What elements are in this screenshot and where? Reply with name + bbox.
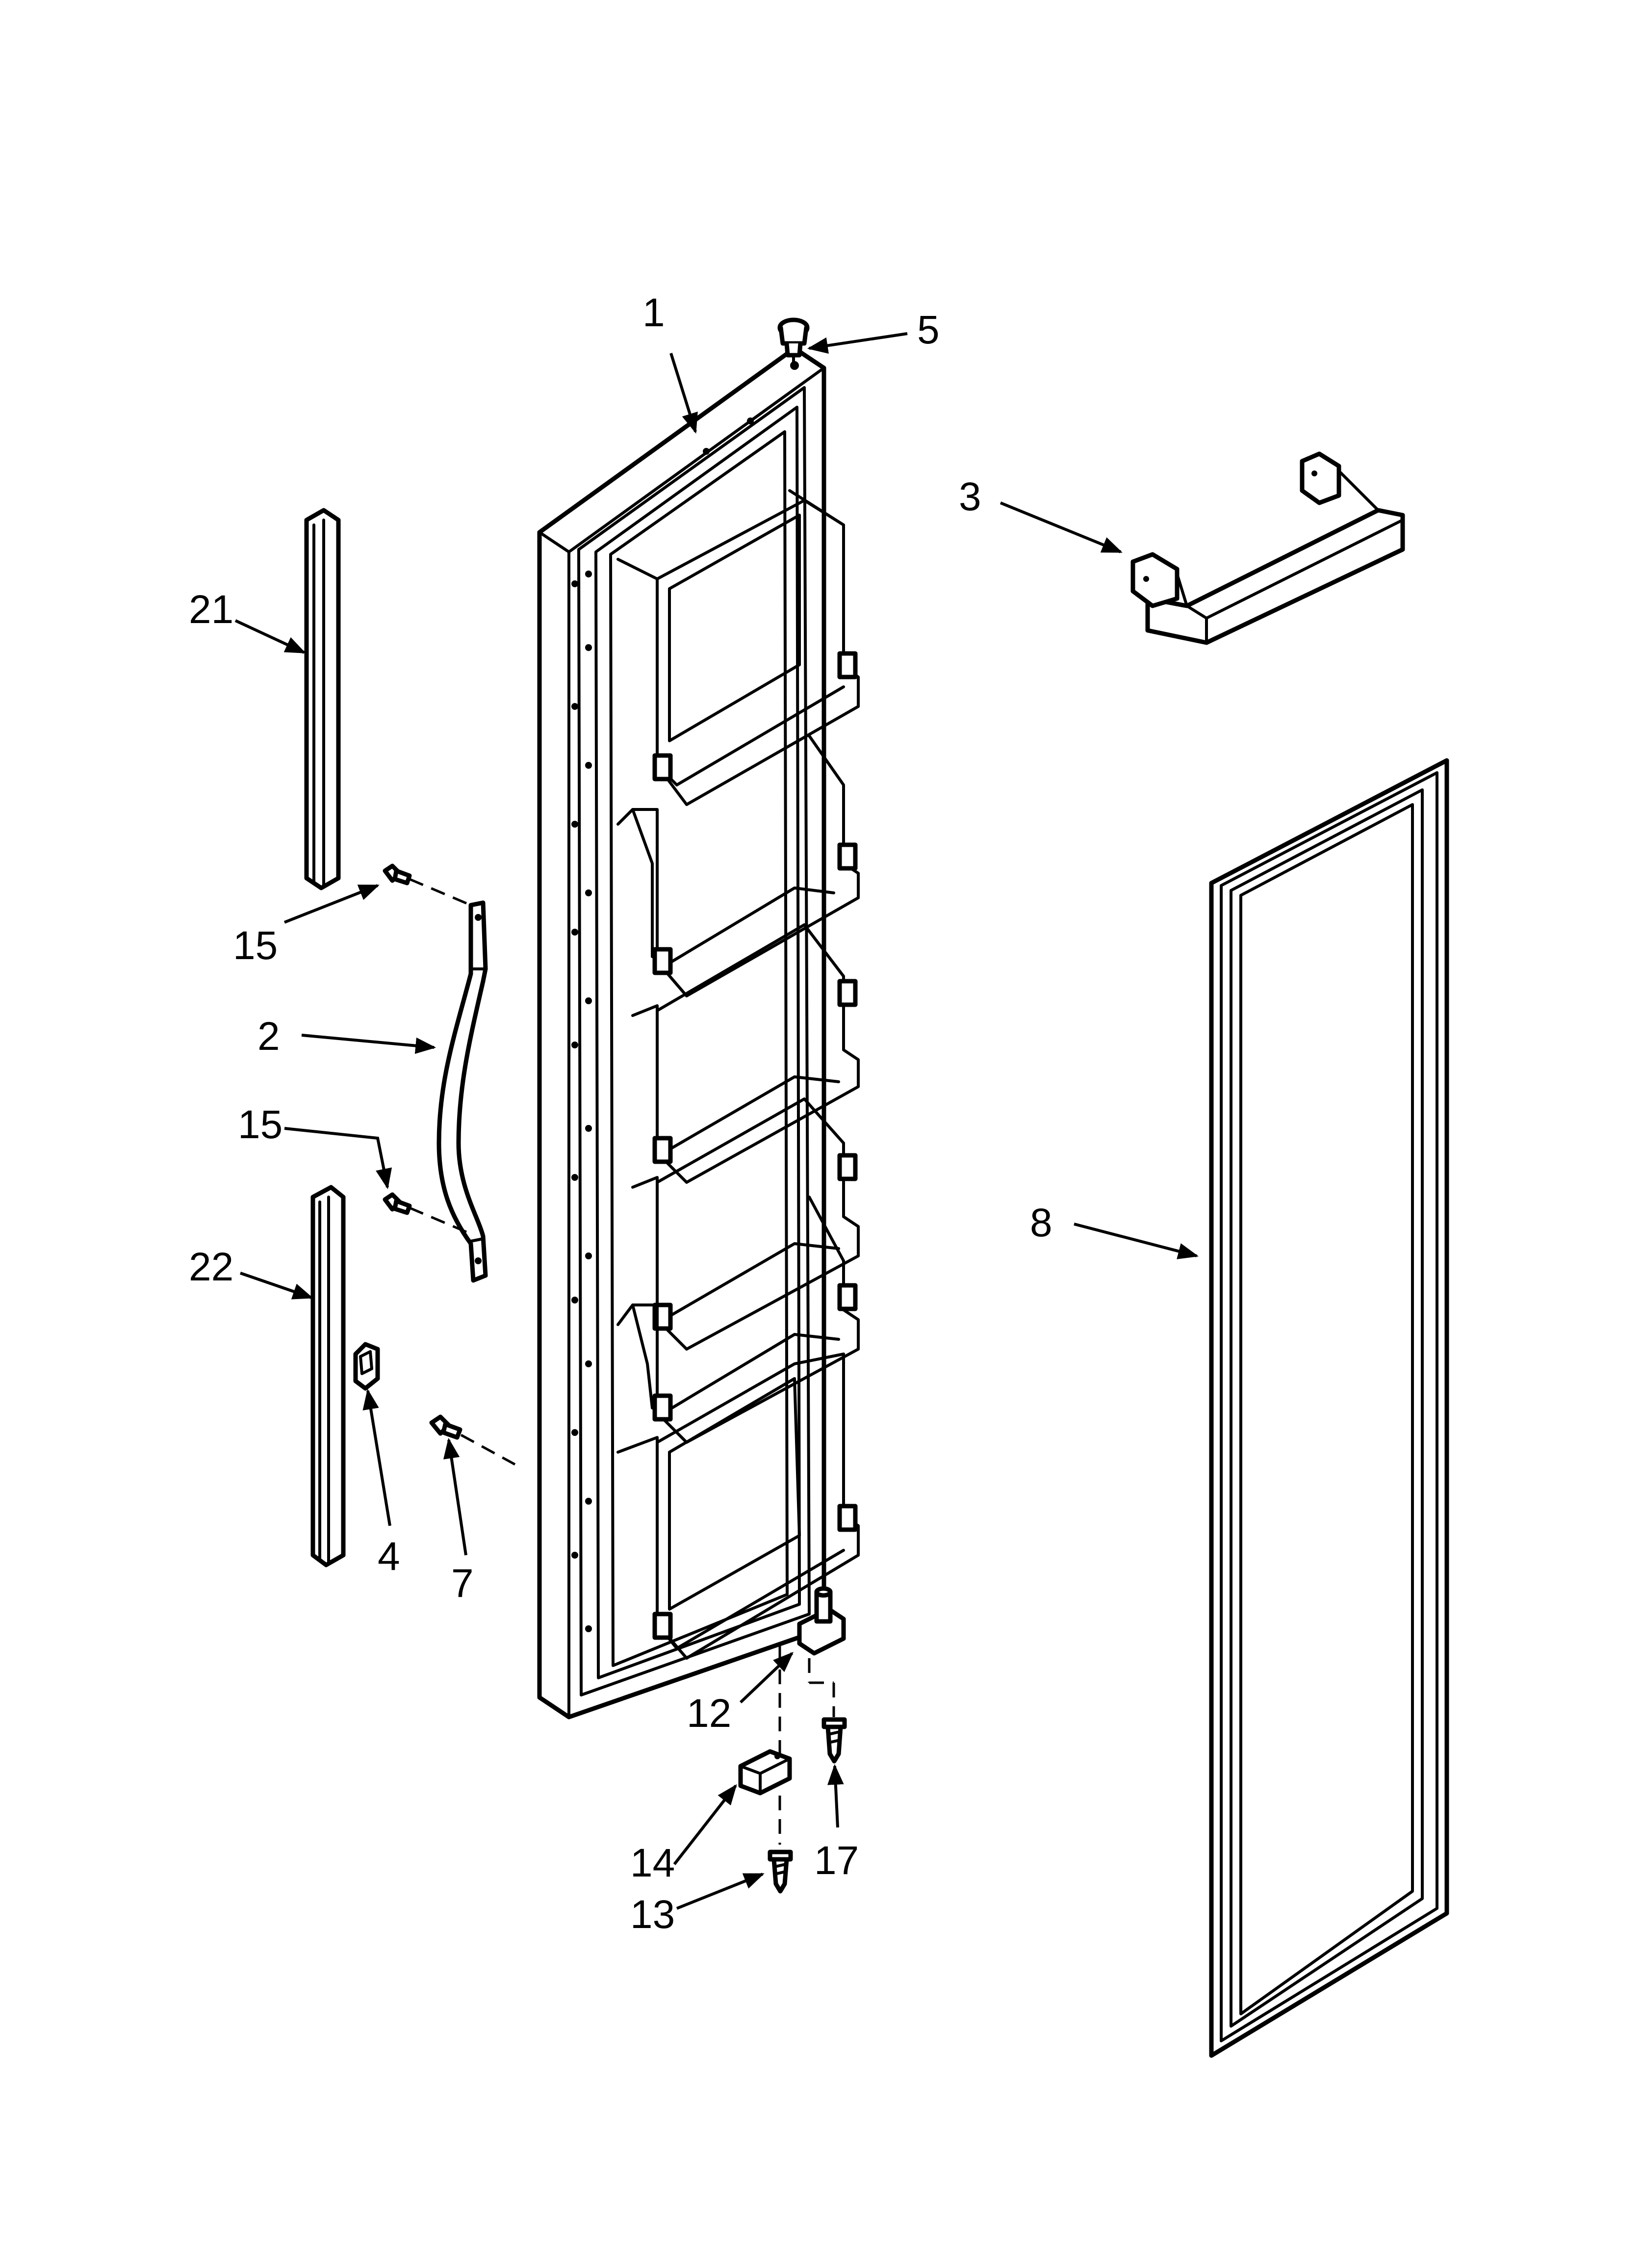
callout-5: 5	[917, 308, 940, 352]
screw-15-upper	[383, 863, 471, 907]
callout-17: 17	[814, 1838, 859, 1883]
callout-4: 4	[378, 1534, 400, 1579]
screw-17	[821, 1717, 847, 1764]
callout-12: 12	[687, 1691, 731, 1736]
leader-arrows	[234, 332, 1199, 1910]
callout-21: 21	[189, 587, 233, 632]
callout-1: 1	[642, 290, 665, 335]
screw-15-lower	[383, 1192, 471, 1235]
trim-strip-lower-part	[310, 1185, 346, 1567]
door-gasket-part	[1209, 758, 1449, 2058]
callout-22: 22	[189, 1245, 233, 1289]
callout-labels: 1 2 3 4 5 7 8 12 13 14 15 15 17 21 22	[189, 290, 1052, 1937]
clip-part	[353, 1342, 380, 1391]
hinge-block-part	[738, 1646, 792, 1845]
callout-15-lower: 15	[238, 1102, 282, 1147]
callout-7: 7	[451, 1561, 474, 1606]
door-plug-part	[777, 317, 810, 365]
callout-13: 13	[630, 1892, 675, 1937]
door-screw-holes	[571, 361, 799, 1632]
callout-14: 14	[630, 1841, 675, 1885]
hinge-bracket-part	[797, 1586, 846, 1717]
door-assembly	[537, 346, 860, 1720]
screw-7	[429, 1414, 516, 1466]
door-handle-part	[436, 900, 488, 1283]
shelf-bracket-part	[1130, 451, 1405, 645]
trim-strip-upper-part	[304, 508, 341, 890]
door-shelves	[616, 489, 860, 1660]
callout-2: 2	[257, 1014, 280, 1059]
callout-3: 3	[959, 474, 981, 519]
callout-15-upper: 15	[233, 923, 278, 968]
screw-13	[768, 1850, 793, 1894]
callout-8: 8	[1030, 1200, 1052, 1245]
